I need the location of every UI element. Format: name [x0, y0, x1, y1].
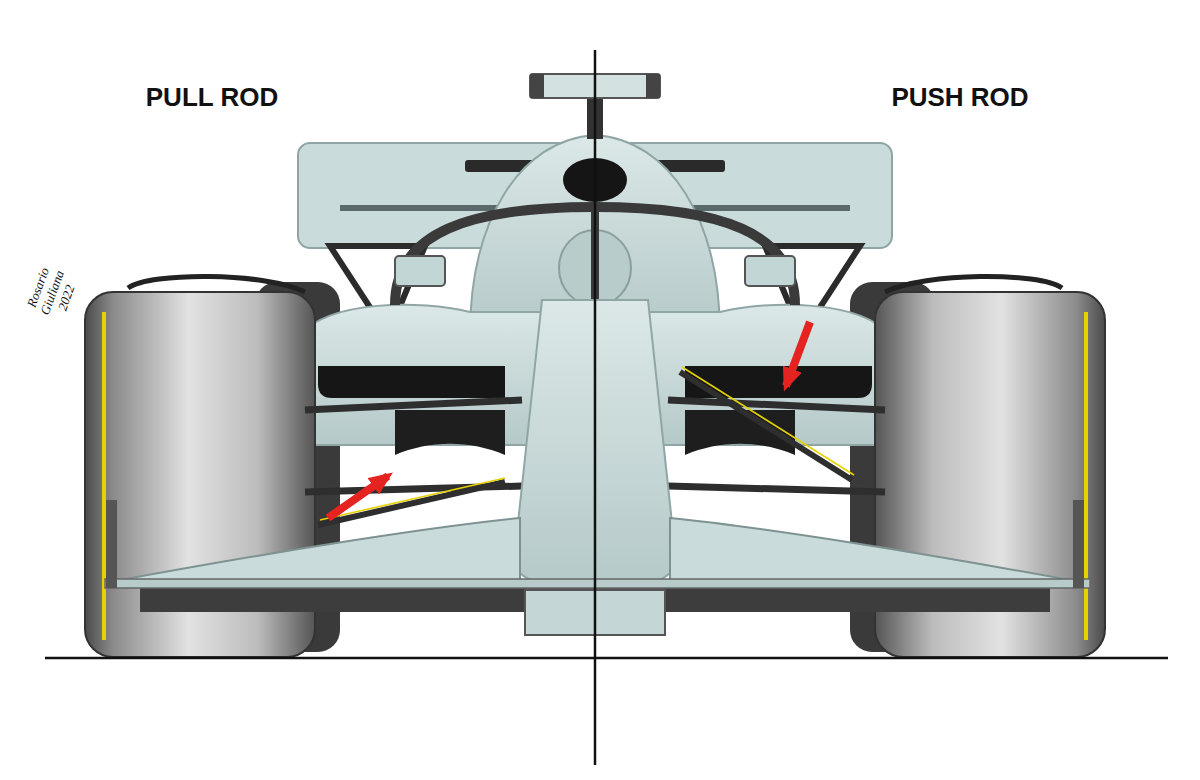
- tyre-stripe: [1084, 312, 1088, 640]
- signature: Rosario Giuliana 2022: [20, 255, 83, 329]
- wing-endplate: [106, 500, 117, 588]
- front-wing-flap: [110, 518, 520, 582]
- t-camera: [530, 74, 544, 98]
- sidepod-inlet: [318, 366, 505, 398]
- pull-rod-highlight: [320, 478, 505, 520]
- upper-wishbone: [305, 400, 522, 410]
- ground-line: [45, 657, 1168, 660]
- front-wing-plane: [105, 579, 1090, 588]
- mirror: [745, 256, 795, 286]
- pointer-arrow: [786, 322, 810, 386]
- front-wing-flap: [670, 518, 1080, 582]
- mirror: [395, 256, 445, 286]
- lower-wishbone: [668, 486, 885, 492]
- push-rod: [680, 372, 852, 480]
- push-rod-highlight: [682, 367, 854, 475]
- pointer-arrow: [328, 476, 388, 518]
- section-heading: PUSH ROD: [891, 82, 1028, 112]
- wing-endplate: [1073, 500, 1084, 588]
- center-line: [594, 50, 597, 765]
- upper-wishbone: [668, 400, 885, 410]
- wheel-cover: [885, 276, 1062, 292]
- floor-cavity: [395, 410, 505, 455]
- t-camera: [646, 74, 660, 98]
- tyre-stripe: [102, 312, 106, 640]
- section-heading: PULL ROD: [146, 82, 278, 112]
- wheel-cover: [128, 276, 305, 292]
